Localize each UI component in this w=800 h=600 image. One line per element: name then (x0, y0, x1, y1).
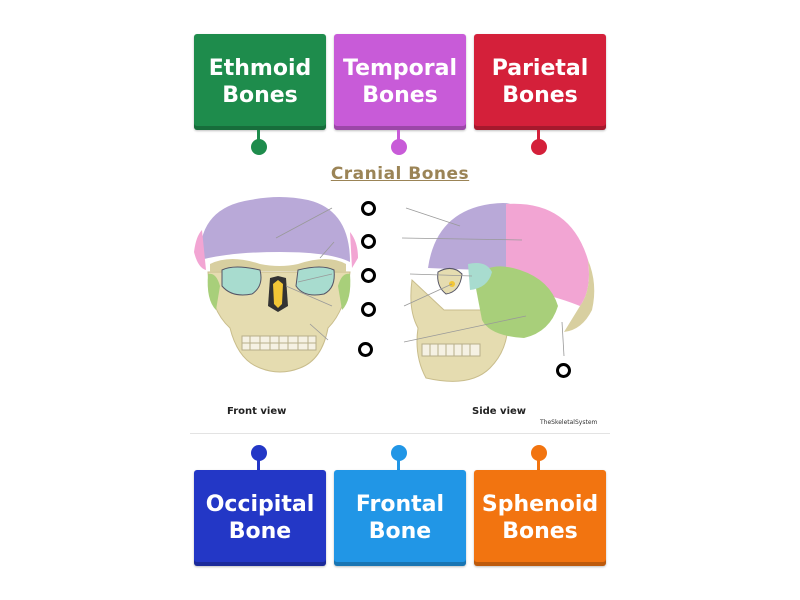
skull-illustration (194, 197, 595, 382)
side-skull (401, 203, 595, 382)
parietal-bones-tile[interactable]: Parietal Bones (474, 34, 606, 130)
frontal-stem (397, 457, 400, 471)
front-skull (194, 197, 358, 373)
occipital-stem (257, 457, 260, 471)
drop-target-2[interactable] (361, 234, 376, 249)
diagram-title: Cranial Bones (330, 164, 470, 184)
sphenoid-stem (537, 457, 540, 471)
drop-target-5[interactable] (358, 342, 373, 357)
temporal-stem (397, 130, 400, 144)
frontal-bone-tile[interactable]: Frontal Bone (334, 470, 466, 566)
side-view-label: Side view (472, 406, 527, 417)
parietal-stem (537, 130, 540, 144)
drop-target-6[interactable] (556, 363, 571, 378)
occipital-bone-tile[interactable]: Occipital Bone (194, 470, 326, 566)
parietal-pin (531, 139, 547, 155)
front-view-label: Front view (227, 406, 287, 417)
ethmoid-bones-tile[interactable]: Ethmoid Bones (194, 34, 326, 130)
occipital-pin (251, 445, 267, 461)
ethmoid-stem (257, 130, 260, 144)
temporal-bones-tile[interactable]: Temporal Bones (334, 34, 466, 130)
divider (190, 433, 610, 434)
drop-target-1[interactable] (361, 201, 376, 216)
drop-target-4[interactable] (361, 302, 376, 317)
credit-text: TheSkeletalSystem (540, 419, 598, 426)
sphenoid-pin (531, 445, 547, 461)
temporal-pin (391, 139, 407, 155)
cranial-bones-diagram: Cranial Bones (190, 160, 610, 436)
sphenoid-bones-tile[interactable]: Sphenoid Bones (474, 470, 606, 566)
drop-target-3[interactable] (361, 268, 376, 283)
ethmoid-pin (251, 139, 267, 155)
frontal-pin (391, 445, 407, 461)
